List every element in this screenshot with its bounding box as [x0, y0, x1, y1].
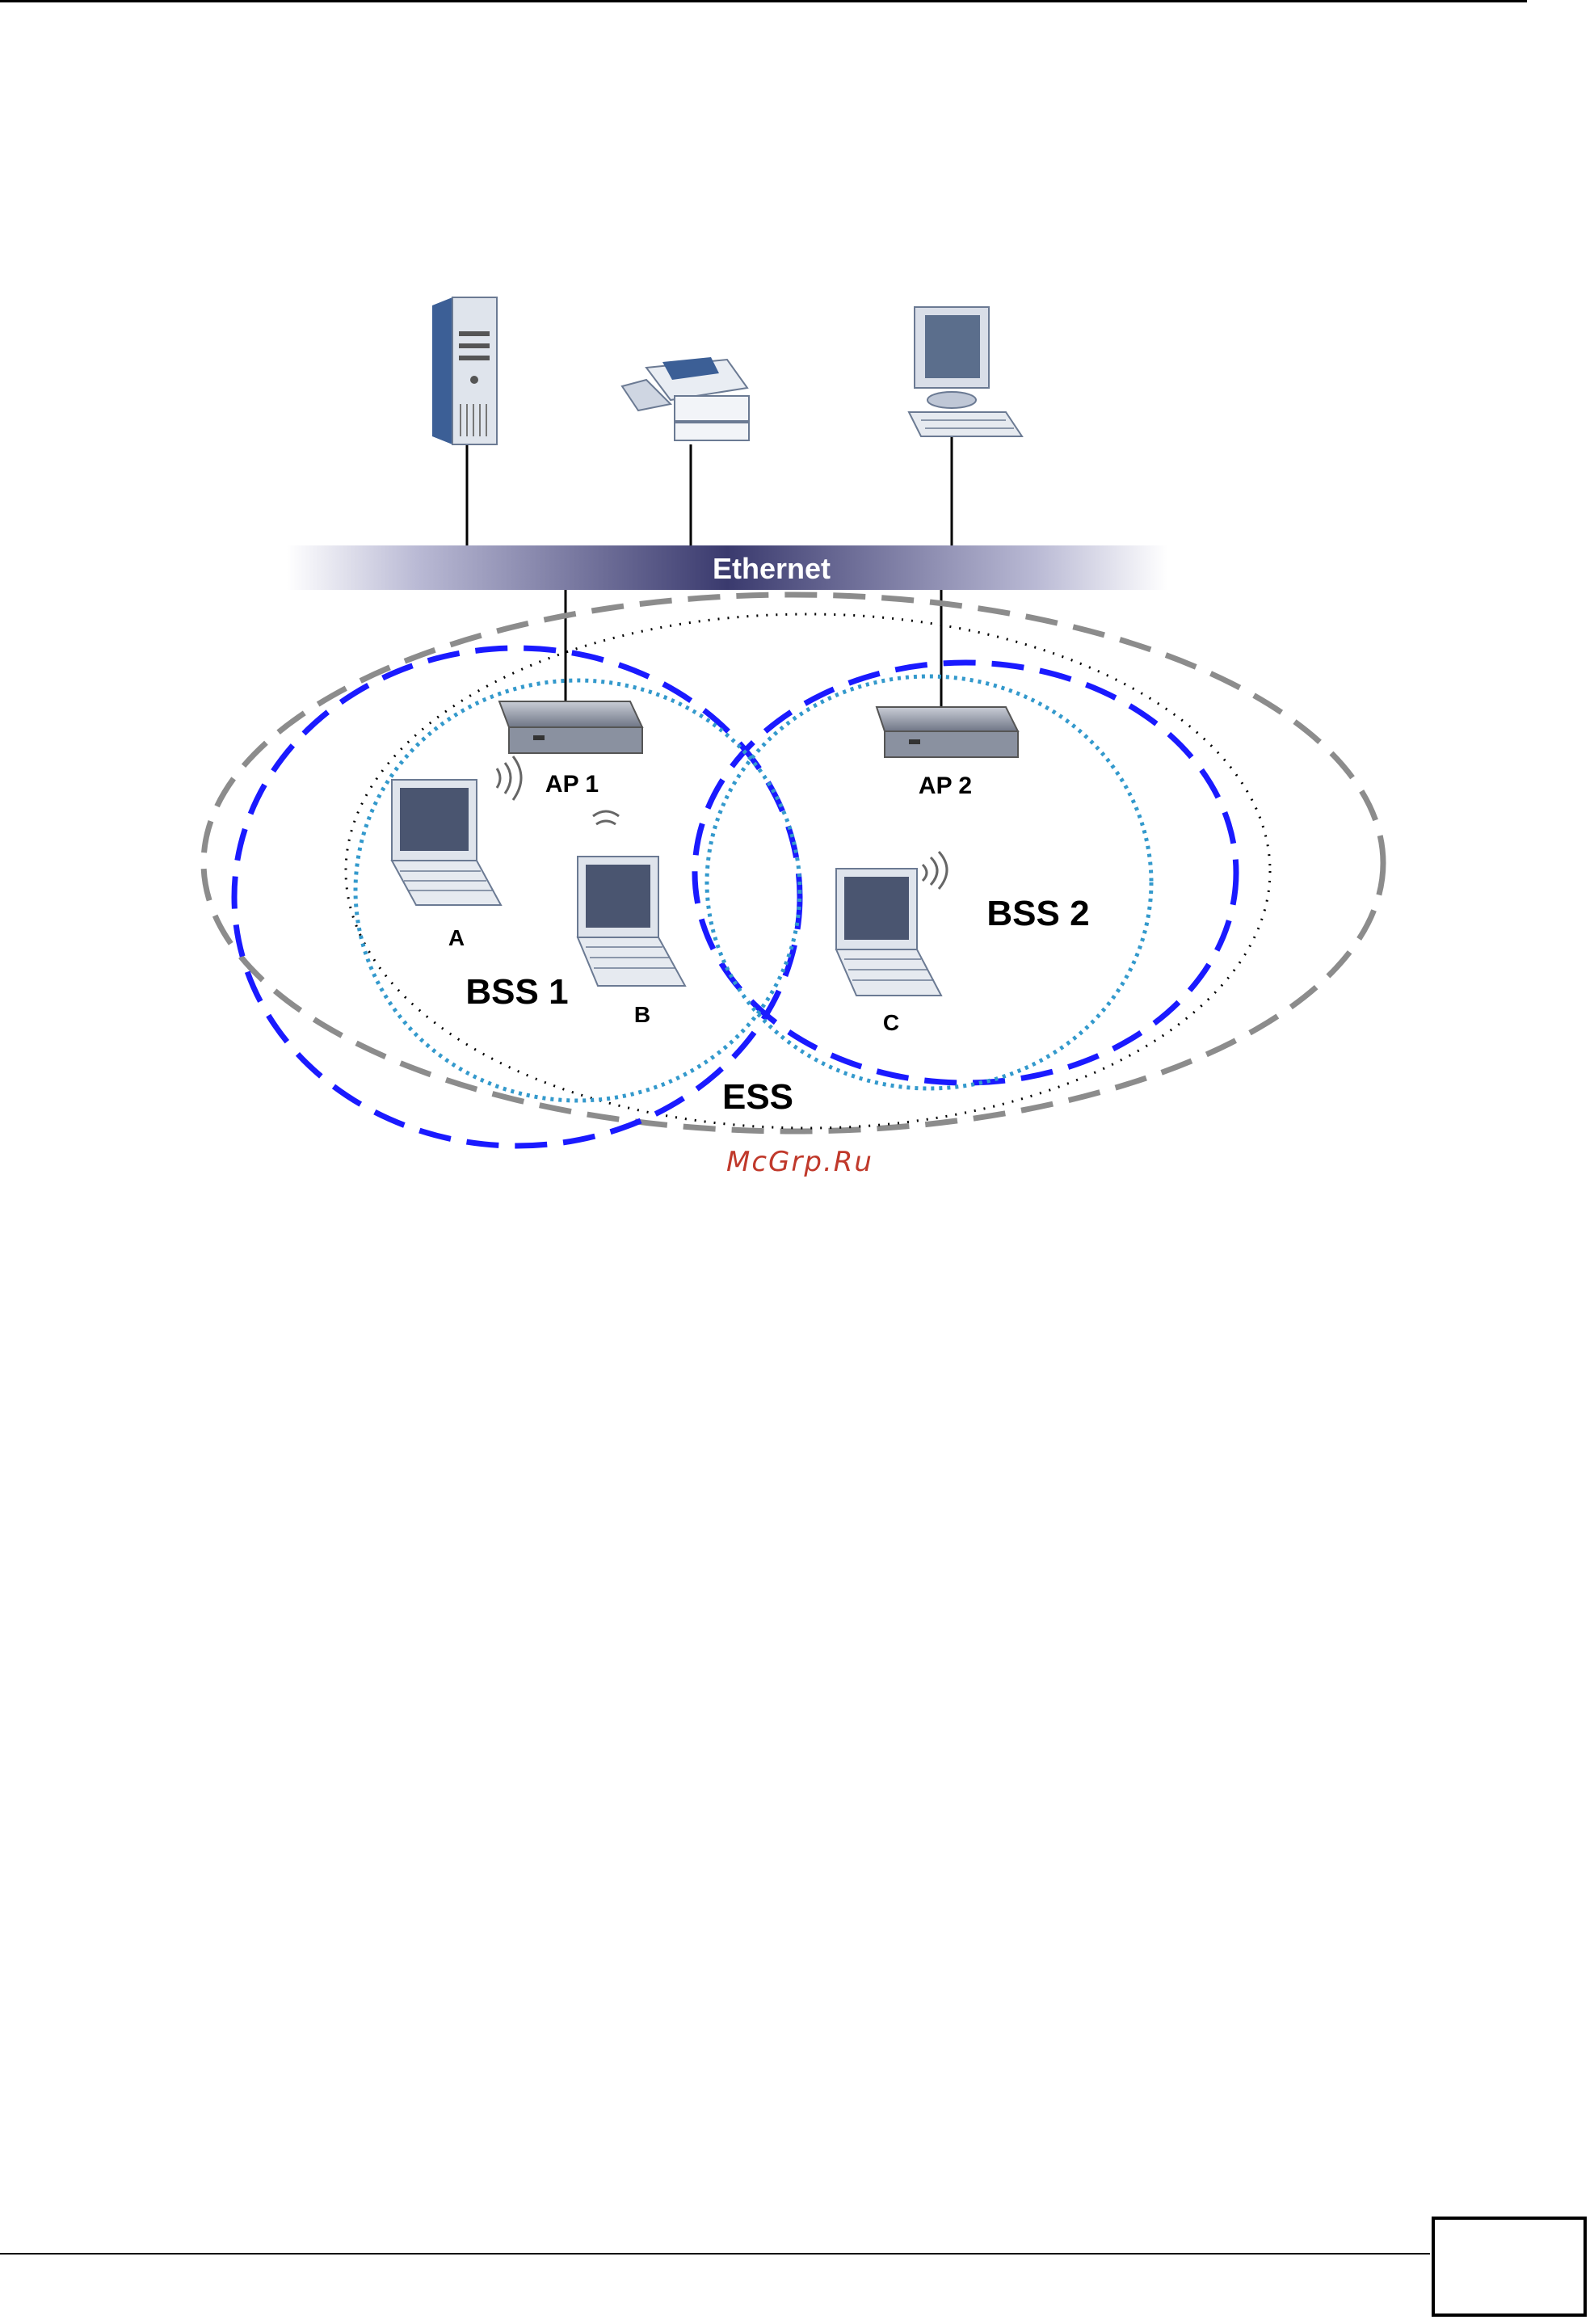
bss1-label: BSS 1: [465, 972, 568, 1012]
ap2-label: AP 2: [919, 773, 972, 799]
access-point-2-icon: [877, 707, 1018, 757]
ap1-label: AP 1: [545, 771, 599, 798]
station-a-label: A: [448, 925, 465, 950]
ess-diagram: Ethernet: [0, 0, 1594, 1212]
station-b-label: B: [634, 1002, 650, 1027]
station-c-label: C: [883, 1010, 899, 1035]
page-number-box: [1432, 2217, 1587, 2317]
footer-rule: [0, 2253, 1430, 2255]
bss2-label: BSS 2: [986, 894, 1089, 933]
watermark-text: McGrp.Ru: [695, 1146, 905, 1178]
access-point-1-icon: [499, 701, 642, 753]
figure: Ethernet: [0, 0, 1594, 1212]
server-icon: [432, 297, 497, 444]
ess-label: ESS: [722, 1077, 793, 1117]
ethernet-label: Ethernet: [713, 552, 831, 585]
